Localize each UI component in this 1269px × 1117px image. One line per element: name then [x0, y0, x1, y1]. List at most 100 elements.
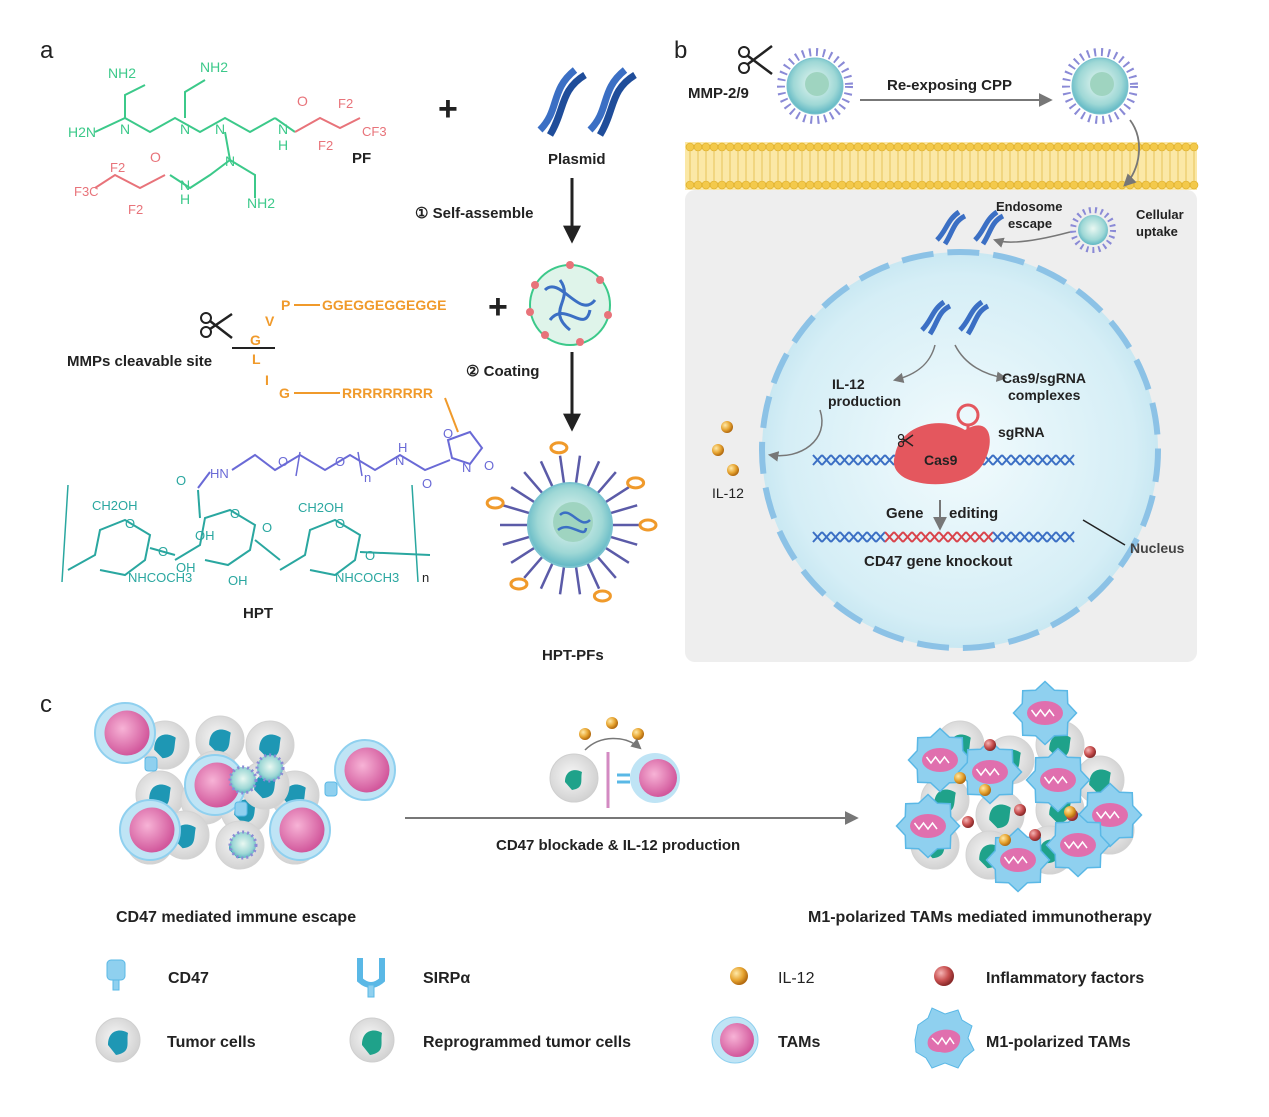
escape-arrow: [993, 231, 1071, 248]
amine-label: H2N: [68, 124, 96, 140]
uptake-label-1: Cellular: [1136, 207, 1184, 222]
svg-text:NHCOCH3: NHCOCH3: [335, 570, 399, 585]
legend-label-cd47: CD47: [168, 970, 209, 987]
pf-structure: NH2 NH2 H2N N N N N NH2 H H N N O F2 F2 …: [68, 59, 387, 217]
hpt-label: HPT: [243, 605, 273, 622]
reexpose-label: Re-exposing CPP: [887, 77, 1012, 94]
svg-text:NHCOCH3: NHCOCH3: [128, 570, 192, 585]
hpt-pf-nanoparticle: [485, 441, 658, 603]
peptide-bottom-sequence: RRRRRRRRR: [342, 385, 433, 401]
il12-branch-arrow: [892, 344, 936, 384]
svg-text:V: V: [265, 313, 275, 329]
polyplex-icon: [526, 261, 612, 346]
svg-text:O: O: [443, 426, 453, 441]
svg-text:HN: HN: [210, 466, 229, 481]
fluorine-label: CF3: [362, 124, 387, 139]
panel-label-a: a: [40, 37, 54, 64]
svg-text:n: n: [364, 470, 371, 485]
cas9-complex-label-2: complexes: [1008, 387, 1081, 403]
cd47-icon: [106, 959, 126, 991]
legend-label-tumor: Tumor cells: [167, 1034, 256, 1051]
nitrogen-label: N: [180, 177, 190, 193]
nuclear-plasmid-icon: [920, 299, 990, 336]
legend-label-il12: IL-12: [778, 970, 815, 987]
tumor-cell-icon: [95, 1017, 141, 1063]
m1-tam-icon: [914, 1007, 975, 1069]
amine-label: NH2: [200, 59, 228, 75]
immune-escape-cluster: [94, 702, 396, 870]
cas9-protein: [893, 403, 990, 485]
svg-text:O: O: [335, 516, 345, 531]
svg-text:O: O: [158, 544, 168, 559]
hpt-pfs-label: HPT-PFs: [542, 647, 604, 664]
svg-text:O: O: [125, 516, 135, 531]
released-plasmid-icon: [935, 209, 1005, 246]
nitrogen-label: N: [180, 121, 190, 137]
svg-text:O: O: [335, 454, 345, 469]
pf-label: PF: [352, 150, 371, 167]
svg-text:O: O: [365, 548, 375, 563]
hydrogen-label: H: [278, 137, 288, 153]
editing-label: editing: [949, 505, 998, 522]
svg-text:H: H: [398, 440, 407, 455]
coated-nanoparticle: [777, 48, 853, 124]
hpt-structure: O O N n O O N H O HN O CH2OH CH2OH OH OH…: [61, 426, 494, 588]
svg-text:n: n: [422, 570, 429, 585]
svg-text:OH: OH: [176, 560, 196, 575]
uptake-label-2: uptake: [1136, 224, 1178, 239]
svg-text:O: O: [262, 520, 272, 535]
nucleus-pointer: [1082, 519, 1126, 546]
blockade-label: CD47 blockade & IL-12 production: [496, 837, 740, 854]
legend-label-m1-tam: M1-polarized TAMs: [986, 1034, 1131, 1051]
cas9-complex-label-1: Cas9/sgRNA: [1002, 370, 1086, 386]
svg-text:I: I: [265, 372, 269, 388]
nitrogen-label: N: [225, 153, 235, 169]
scissors-icon: [897, 433, 914, 448]
svg-text:O: O: [422, 476, 432, 491]
gene-label: Gene: [886, 505, 924, 522]
internalized-nanoparticle: [1070, 207, 1116, 253]
fluorine-label: F2: [318, 138, 333, 153]
legend: CD47 SIRPα IL-12 Inflammatory factors Tu…: [95, 958, 1144, 1069]
svg-text:CH2OH: CH2OH: [298, 500, 344, 515]
il12-production-label-2: production: [828, 393, 901, 409]
edited-dna: [812, 531, 1075, 543]
svg-text:O: O: [176, 473, 186, 488]
fluorine-label: F3C: [74, 184, 99, 199]
plasmid-label: Plasmid: [548, 151, 606, 168]
svg-text:O: O: [230, 506, 240, 521]
fluorine-label: F2: [128, 202, 143, 217]
amine-label: NH2: [108, 65, 136, 81]
svg-text:L: L: [252, 351, 261, 367]
hydrogen-label: H: [180, 191, 190, 207]
scissors-icon: [200, 312, 233, 339]
legend-label-sirpa: SIRPα: [423, 970, 470, 987]
il12-icon: [730, 967, 748, 985]
svg-text:OH: OH: [195, 528, 215, 543]
cas9-branch-arrow: [954, 344, 1008, 382]
fluorine-label: F2: [110, 160, 125, 175]
exposed-nanoparticle: [1062, 48, 1138, 124]
oxygen-label: O: [150, 149, 161, 165]
cell-membrane: [685, 142, 1199, 190]
peptide-structure: P GGEGGEGGEGGE V G L I G RRRRRRRRR: [232, 297, 459, 433]
plasmid-icon: [537, 67, 637, 137]
peptide-top-sequence: GGEGGEGGEGGE: [322, 297, 446, 313]
blockade-illustration: [549, 717, 680, 808]
nitrogen-label: N: [278, 121, 288, 137]
il12-particles: [712, 421, 739, 476]
svg-text:CH2OH: CH2OH: [92, 498, 138, 513]
tam-icon: [711, 1016, 759, 1064]
svg-text:G: G: [250, 332, 261, 348]
m1-polarized-cluster: [895, 680, 1143, 893]
left-caption: CD47 mediated immune escape: [116, 909, 356, 926]
cas9-label: Cas9: [924, 452, 958, 468]
svg-text:G: G: [279, 385, 290, 401]
inflammatory-icon: [934, 966, 954, 986]
panel-label-c: c: [40, 691, 52, 718]
endosome-label-1: Endosome: [996, 199, 1062, 214]
legend-label-reprogrammed: Reprogrammed tumor cells: [423, 1034, 631, 1051]
nitrogen-label: N: [215, 121, 225, 137]
plus-sign: +: [488, 288, 508, 326]
step1-label: ① Self-assemble: [415, 205, 534, 222]
